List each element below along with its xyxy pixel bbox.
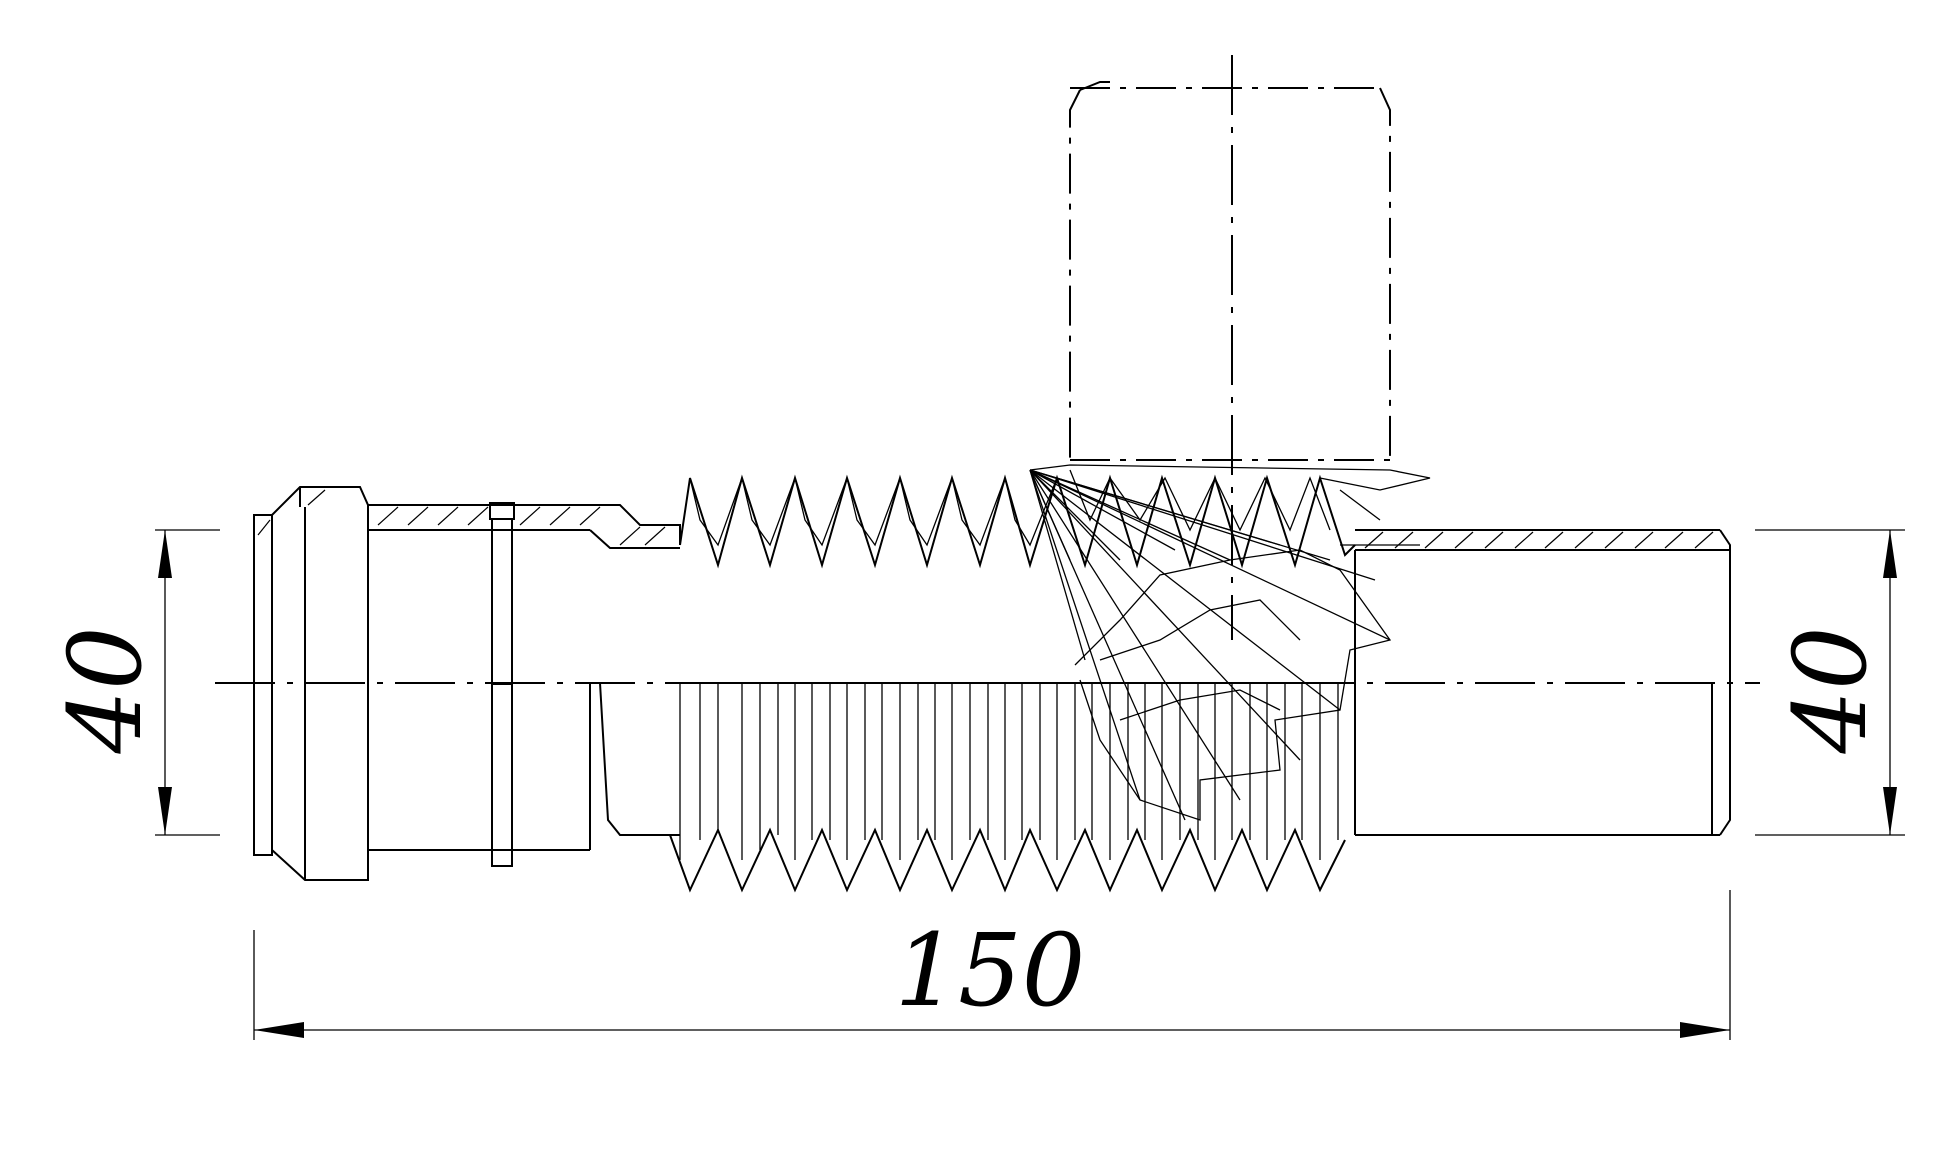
left-socket-fitting bbox=[253, 486, 681, 881]
right-diameter-dimension bbox=[1755, 529, 1905, 836]
right-diameter-label: 40 bbox=[1772, 626, 1889, 754]
bend-construction-lines bbox=[1029, 469, 1392, 821]
length-label: 150 bbox=[895, 912, 1086, 1029]
left-diameter-dimension bbox=[155, 529, 220, 836]
corrugated-hose-upper bbox=[679, 474, 1356, 569]
corrugated-hose-lower bbox=[669, 682, 1355, 893]
right-tube-end bbox=[1354, 529, 1731, 836]
left-diameter-label: 40 bbox=[47, 626, 164, 754]
length-dimension bbox=[253, 890, 1731, 1040]
phantom-bent-hose bbox=[1029, 81, 1431, 546]
